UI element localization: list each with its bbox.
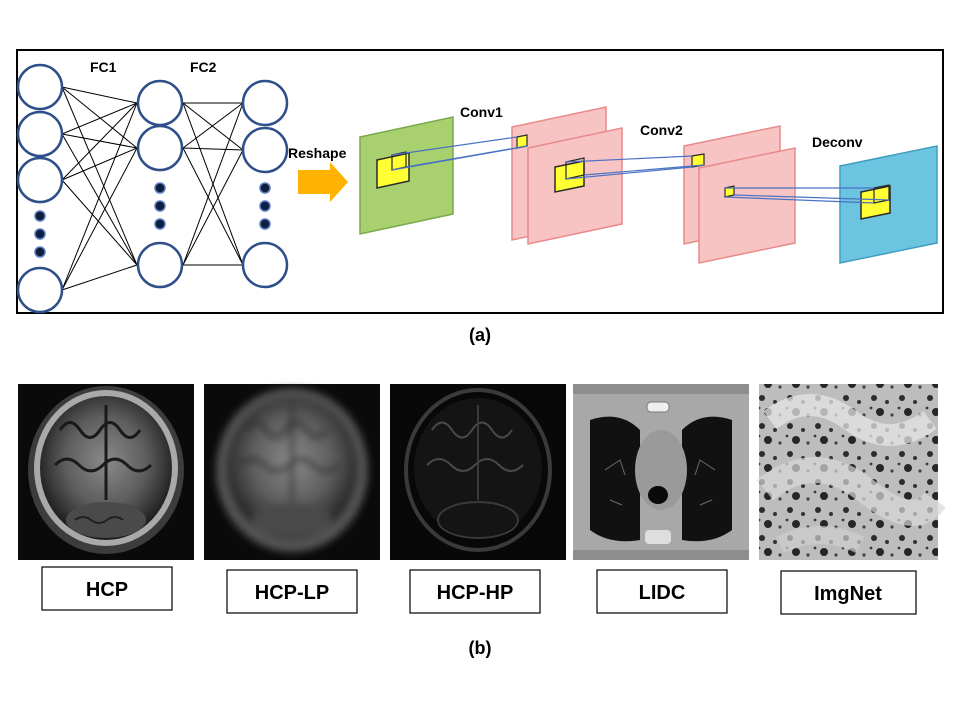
receptive-field-lines [391, 136, 890, 204]
dataset-image-imgnet [756, 384, 946, 560]
reshape-arrow-icon [298, 162, 348, 202]
svg-text:HCP-LP: HCP-LP [255, 582, 329, 604]
input-kernel [376, 152, 410, 189]
deconv-label: Deconv [812, 134, 863, 150]
svg-text:HCP: HCP [86, 579, 128, 601]
conv1-kernel [554, 160, 585, 193]
neuron [16, 156, 64, 204]
fc2-connections [182, 102, 244, 266]
fc1-connections [61, 86, 138, 291]
fc1-label: FC1 [90, 59, 117, 75]
fc2-layer [241, 79, 289, 289]
fc1-layer-ellipsis [154, 182, 166, 230]
input-layer-ellipsis [34, 210, 46, 258]
neuron [136, 79, 184, 127]
input-layer [16, 63, 64, 314]
panel-b-caption: (b) [469, 638, 492, 658]
dataset-label-lidc: LIDC [596, 569, 728, 614]
neuron [16, 266, 64, 314]
neuron [16, 110, 64, 158]
dataset-image-hcp-hp [390, 384, 566, 560]
svg-text:ImgNet: ImgNet [814, 583, 882, 605]
neuron [241, 126, 289, 174]
neuron [136, 241, 184, 289]
fc1-layer [136, 79, 184, 289]
fc2-layer-ellipsis [259, 182, 271, 230]
panel-b: HCP HCP-LP HCP-HP LIDC ImgNet [18, 384, 946, 615]
neuron [241, 79, 289, 127]
neuron [16, 63, 64, 111]
panel-a: FC1 FC2 Reshape [16, 49, 944, 314]
conv2-map-front [698, 147, 796, 264]
svg-text:LIDC: LIDC [639, 582, 686, 604]
reshape-label: Reshape [288, 145, 347, 161]
dataset-label-hcp: HCP [41, 566, 173, 611]
conv1-label: Conv1 [460, 104, 503, 120]
dataset-label-imgnet: ImgNet [780, 570, 917, 615]
conv2-label: Conv2 [640, 122, 683, 138]
dataset-label-hcp-lp: HCP-LP [226, 569, 358, 614]
dataset-image-hcp [18, 384, 194, 560]
svg-text:HCP-HP: HCP-HP [437, 582, 514, 604]
dataset-image-lidc [573, 384, 749, 560]
panel-a-caption: (a) [469, 325, 491, 345]
fc2-label: FC2 [190, 59, 217, 75]
dataset-image-hcp-lp [204, 384, 380, 560]
dataset-label-hcp-hp: HCP-HP [409, 569, 541, 614]
neuron [136, 124, 184, 172]
neuron [241, 241, 289, 289]
